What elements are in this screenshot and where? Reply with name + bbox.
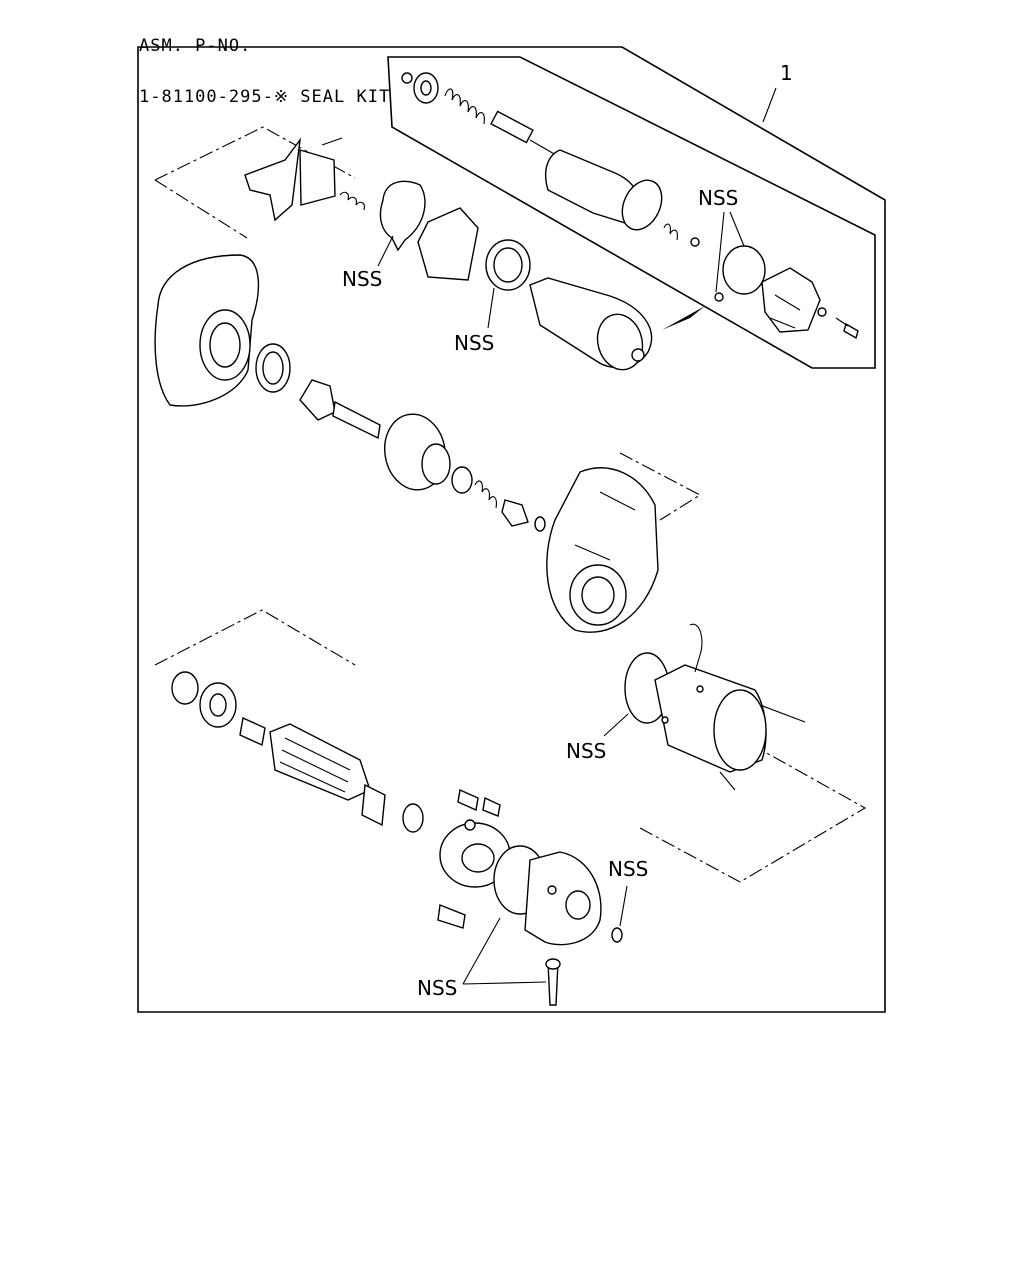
nss-leader-rear-cover: [462, 917, 547, 985]
nss-leader-bolt-seal: [619, 885, 628, 927]
nss-label-gasket: NSS: [342, 267, 382, 291]
nss-leader-yoke: [603, 713, 629, 737]
brush-holder-group: [437, 788, 511, 929]
nss-label-kit-seal: NSS: [698, 186, 738, 210]
nss-label-yoke: NSS: [566, 739, 606, 763]
pinion-clutch-group: [299, 379, 546, 532]
ref-number-1: 1: [780, 61, 793, 85]
solenoid-plunger-group: [401, 72, 700, 247]
axis-line-housing: [154, 179, 248, 239]
axis-line-lever: [154, 126, 356, 181]
part-number-title: 1-81100-295-※ SEAL KIT: [139, 87, 391, 107]
yoke-group: [624, 623, 806, 791]
solenoid-kit-box: [387, 56, 876, 369]
diagram-frame: [137, 46, 886, 1013]
axis-line-gear-case: [619, 452, 702, 521]
assembly-label: ASM. P-NO.: [139, 36, 252, 56]
gasket-plate-group: [379, 180, 531, 291]
shift-lever-group: [244, 137, 365, 222]
nss-label-shim: NSS: [454, 331, 494, 355]
switch-contact-group: [714, 245, 859, 340]
front-housing-group: [154, 254, 291, 407]
solenoid-switch-group: [529, 277, 653, 371]
axis-line-armature: [154, 609, 356, 666]
nss-leader-gasket: [377, 235, 394, 267]
nss-label-rear-cover: NSS: [417, 976, 457, 1000]
assembly-arrow: [662, 306, 705, 330]
rear-cover-group: [493, 845, 623, 1006]
nss-leader-kit-seal: [715, 211, 745, 293]
assembly-header: ASM. P-NO. 1-81100-295-※ SEAL KIT: [139, 4, 390, 123]
nss-label-bolt-seal: NSS: [608, 857, 648, 881]
gear-case-group: [546, 467, 659, 633]
nss-leader-shim: [487, 287, 495, 329]
armature-group: [171, 671, 424, 833]
axis-line-rear: [639, 751, 867, 883]
ref-leader-1: [762, 87, 777, 123]
